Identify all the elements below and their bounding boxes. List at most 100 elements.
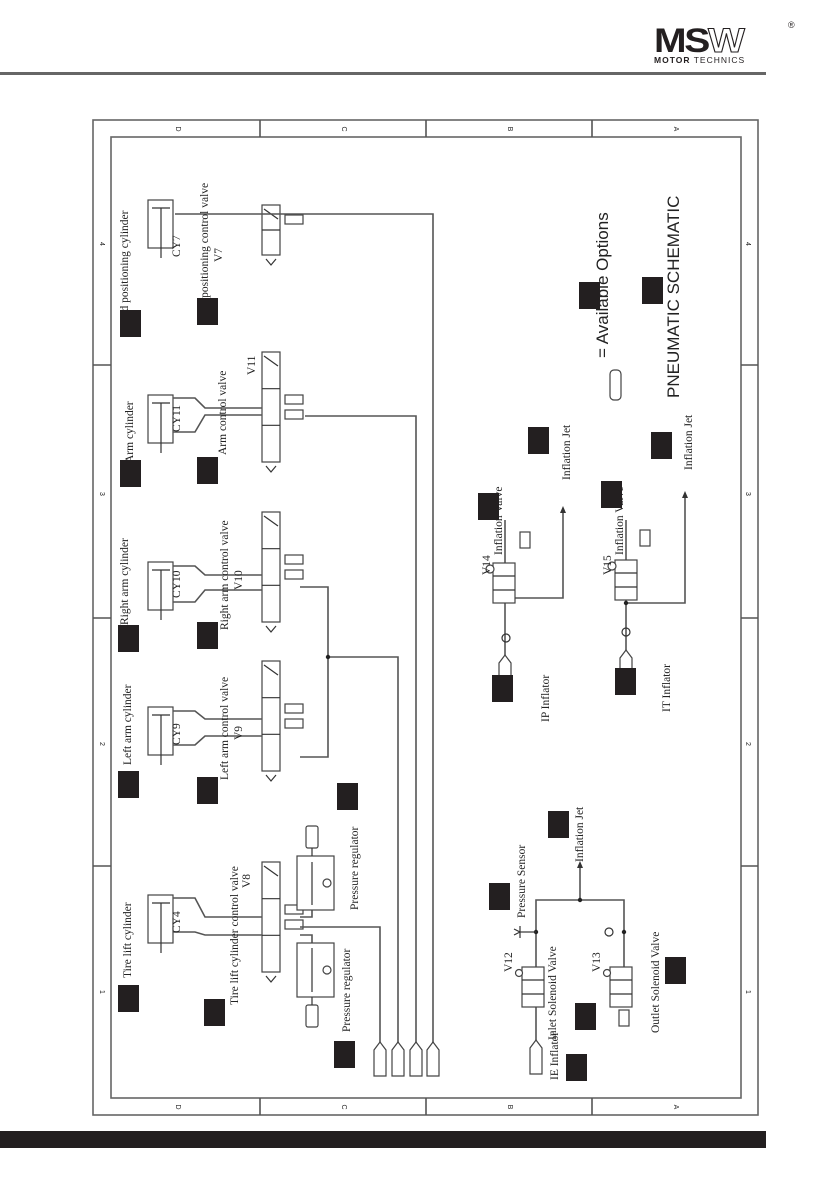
- pressure-regulator-lower: [296, 942, 335, 1028]
- option-connector: [391, 1041, 405, 1077]
- brand-logo: MSW ® MOTOR TECHNICS: [654, 20, 795, 68]
- v15-inflator-label: IT Inflator: [661, 664, 673, 712]
- redaction-box: [204, 999, 225, 1026]
- redaction-box: [615, 668, 636, 695]
- pipe-lines: [173, 213, 686, 1070]
- v14-inflator-label: IP Inflator: [540, 675, 552, 722]
- redaction-box: [118, 771, 139, 798]
- zone-letter-bottom: B: [506, 1105, 513, 1110]
- redaction-box: [197, 298, 218, 325]
- registered-mark: ®: [788, 20, 795, 30]
- zone-number-left: 1: [98, 990, 105, 994]
- redaction-box: [197, 777, 218, 804]
- right-arm-cylinder-symbol: [147, 561, 174, 620]
- zone-number-right: 1: [744, 990, 751, 994]
- right-arm-valve-label: Right arm control valve: [219, 520, 231, 630]
- legend-text: = Available Options: [593, 212, 612, 358]
- zone-number-right: 4: [744, 242, 751, 246]
- redaction-box: [665, 957, 686, 984]
- right-arm-valve-id: V10: [233, 570, 245, 590]
- zone-number-left: 4: [98, 242, 105, 246]
- ie-inflator-label: IE Inflator: [549, 1032, 561, 1080]
- pressure-regulator-upper: [296, 825, 335, 911]
- left-arm-cylinder-label: Left arm cylinder: [122, 684, 134, 765]
- right-arm-cylinder-id: CY10: [171, 570, 183, 598]
- option-connector: [373, 1041, 387, 1077]
- valve-v12-symbol: [514, 966, 545, 1008]
- pressure-sensor-label: Pressure Sensor: [516, 845, 528, 918]
- redaction-box: [566, 1054, 587, 1081]
- valve-v7-symbol: [261, 204, 304, 266]
- v12-label: Inlet Solenoid Valve: [547, 946, 559, 1040]
- v15-id: V15: [602, 555, 614, 575]
- option-connector: [529, 1039, 543, 1075]
- v15-jet-label: Inflation Jet: [683, 414, 695, 470]
- valve-v10-symbol: [261, 511, 304, 633]
- option-connector: [409, 1041, 423, 1077]
- redaction-box: [548, 811, 569, 838]
- redaction-box: [334, 1041, 355, 1068]
- arm-cylinder-id: CY11: [171, 405, 183, 432]
- redaction-box: [478, 493, 499, 520]
- valve-v8-symbol: [261, 861, 304, 983]
- redaction-box: [492, 675, 513, 702]
- logo-subtitle: MOTOR TECHNICS: [654, 55, 745, 65]
- v14-jet-label: Inflation Jet: [561, 424, 573, 480]
- tire-lift-valve-id: V8: [241, 874, 253, 888]
- redaction-box: [642, 277, 663, 304]
- zone-number-right: 3: [744, 492, 751, 496]
- v13-label: Outlet Solenoid Valve: [650, 932, 662, 1033]
- pressure-regulator-lower-label: Pressure regulator: [341, 948, 353, 1032]
- zone-letter-bottom: A: [672, 1105, 679, 1110]
- redaction-box: [120, 310, 141, 337]
- right-arm-cylinder-label: Right arm cylinder: [119, 538, 131, 625]
- redaction-box: [118, 985, 139, 1012]
- redaction-box: [489, 883, 510, 910]
- redaction-box: [575, 1003, 596, 1030]
- redaction-box: [120, 460, 141, 487]
- left-arm-valve-label: Left arm control valve: [219, 677, 231, 780]
- zone-letter-top: D: [174, 126, 181, 131]
- available-option-icon: [609, 369, 622, 401]
- valves: [261, 204, 304, 983]
- left-arm-cylinder-symbol: [147, 706, 174, 765]
- tire-lift-valve-label: Tire lift cylinder control valve: [229, 866, 241, 1005]
- valve-v13-symbol: [602, 966, 633, 1027]
- zone-letter-bottom: C: [340, 1104, 347, 1109]
- arm-valve-label: Arm control valve: [217, 371, 229, 455]
- tire-lift-cylinder-id: CY4: [171, 911, 183, 933]
- zone-number-right: 2: [744, 742, 751, 746]
- redaction-box: [528, 427, 549, 454]
- legend: = Available Options: [593, 212, 622, 401]
- head-cylinder-symbol: [147, 199, 174, 258]
- v14-id: V14: [481, 555, 493, 575]
- jet-arrows: [560, 491, 688, 868]
- redaction-box: [197, 457, 218, 484]
- redaction-box: [118, 625, 139, 652]
- zone-letter-bottom: D: [174, 1104, 181, 1109]
- logo-subtitle-bold: MOTOR: [654, 55, 691, 65]
- ie-jet-label: Inflation Jet: [574, 806, 586, 862]
- left-arm-valve-id: V9: [233, 726, 245, 740]
- arm-cylinder-label: Arm cylinder: [124, 401, 136, 463]
- header-divider: [0, 72, 766, 75]
- arm-cylinder-symbol: [147, 394, 174, 453]
- arm-valve-id: V11: [246, 355, 258, 375]
- valve-v15-symbol: [607, 529, 651, 601]
- redaction-box: [579, 282, 600, 309]
- v12-id: V12: [503, 952, 515, 972]
- zone-letter-top: C: [340, 126, 347, 131]
- redaction-box: [601, 481, 622, 508]
- v13-id: V13: [591, 952, 603, 972]
- cylinders: [147, 199, 174, 953]
- valve-v9-symbol: [261, 660, 304, 782]
- logo-subtitle-text: TECHNICS: [693, 55, 746, 65]
- zone-letter-top: A: [672, 127, 679, 132]
- left-arm-cylinder-id: CY9: [171, 723, 183, 745]
- option-connector: [426, 1041, 440, 1077]
- footer-bar: [0, 1131, 766, 1148]
- head-cylinder-id: CY7: [171, 235, 183, 257]
- gauge-icons: [501, 627, 631, 937]
- logo-mark: MSW: [654, 22, 746, 60]
